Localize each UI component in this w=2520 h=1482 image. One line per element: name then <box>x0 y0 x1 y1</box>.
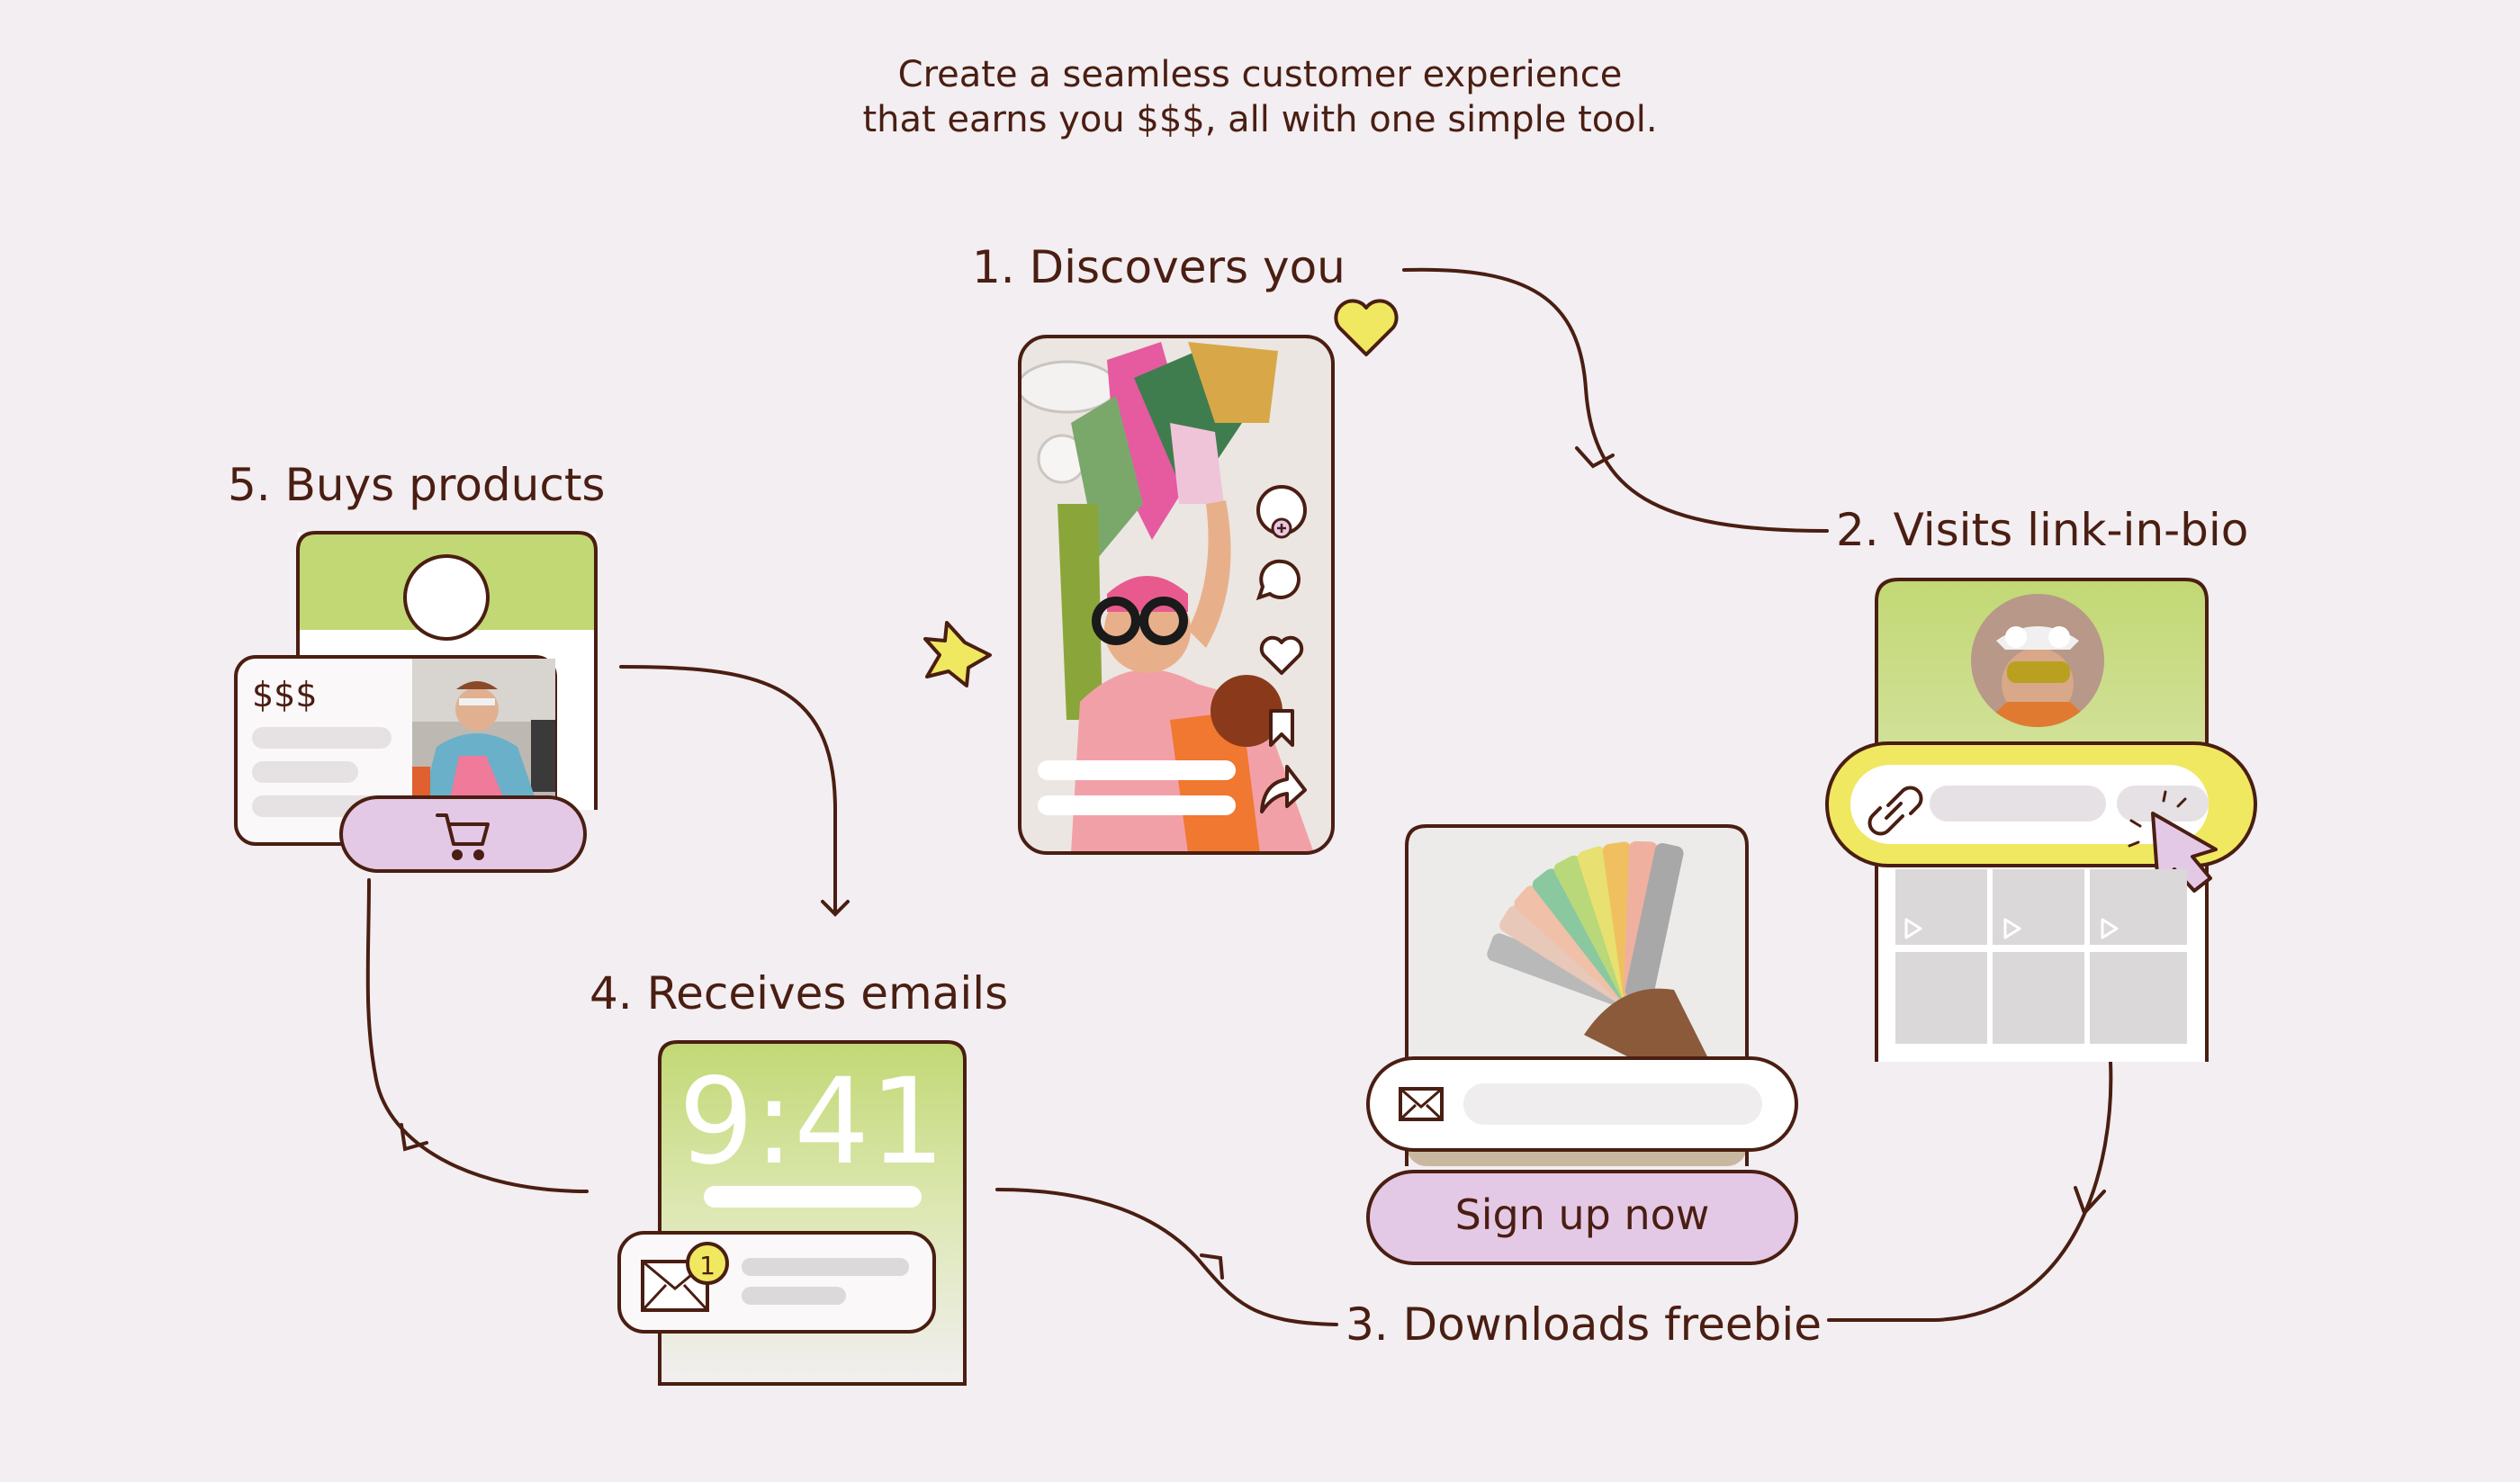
arrowhead-5-to-4 <box>821 900 850 917</box>
arrowhead-3-to-4 <box>1200 1253 1224 1280</box>
connector-2-to-3 <box>1827 1060 2113 1322</box>
notification-badge: 1 <box>686 1242 729 1285</box>
price-label: $$$ <box>252 675 318 714</box>
sign-up-button[interactable]: Sign up now <box>1366 1170 1798 1265</box>
add-follow-icon[interactable] <box>1256 485 1307 539</box>
connector-4-to-5 <box>365 878 589 1193</box>
connector-1-to-2 <box>1402 267 1829 533</box>
connector-3-to-4 <box>995 1188 1338 1326</box>
connector-5-to-4 <box>619 665 837 914</box>
step-5-label: 5. Buys products <box>228 459 606 511</box>
play-icon <box>2003 918 2021 939</box>
freebie-signup-card <box>1366 824 1798 1166</box>
share-icon[interactable] <box>1260 765 1307 813</box>
arrowhead-2-to-3 <box>2074 1186 2106 1217</box>
headline-line-1: Create a seamless customer experience <box>897 54 1623 95</box>
step-2-label: 2. Visits link-in-bio <box>1836 504 2249 556</box>
avatar <box>403 554 490 641</box>
lock-time: 9:41 <box>679 1053 945 1191</box>
link-text-placeholder <box>1930 786 2106 822</box>
lock-screen: 9:41 1 <box>617 1040 967 1386</box>
arrowhead-1-to-2 <box>1575 446 1615 469</box>
svg-text:1: 1 <box>699 1251 716 1280</box>
video-grid <box>1895 869 2187 1044</box>
headline-line-2: that earns you $$$, all with one simple … <box>862 99 1658 140</box>
heart-icon <box>1334 299 1399 356</box>
step-3-label: 3. Downloads freebie <box>1346 1298 1822 1351</box>
step-1-label: 1. Discovers you <box>972 241 1346 293</box>
headline: Create a seamless customer experience th… <box>0 52 2520 142</box>
email-placeholder-bar <box>1463 1083 1762 1125</box>
envelope-icon <box>1399 1087 1444 1121</box>
sign-up-label: Sign up now <box>1455 1190 1710 1239</box>
arrowhead-4-to-5 <box>400 1123 428 1152</box>
email-notification[interactable]: 1 <box>617 1231 936 1334</box>
social-post-card <box>1018 335 1335 855</box>
play-icon <box>1904 918 1922 939</box>
play-icon <box>2101 918 2119 939</box>
bookmark-icon[interactable] <box>1269 709 1294 747</box>
cart-icon <box>436 813 490 860</box>
connectors <box>365 267 2113 1326</box>
shop-page: $$$ <box>234 531 598 873</box>
step-4-label: 4. Receives emails <box>590 967 1009 1019</box>
sparkle-star-icon <box>923 621 992 687</box>
link-in-bio-page <box>1825 578 2257 1062</box>
avatar <box>1971 594 2104 727</box>
link-icon[interactable] <box>1868 786 1923 836</box>
like-icon[interactable] <box>1259 635 1304 675</box>
add-to-cart-button[interactable] <box>339 795 587 873</box>
comment-icon[interactable] <box>1256 559 1300 601</box>
